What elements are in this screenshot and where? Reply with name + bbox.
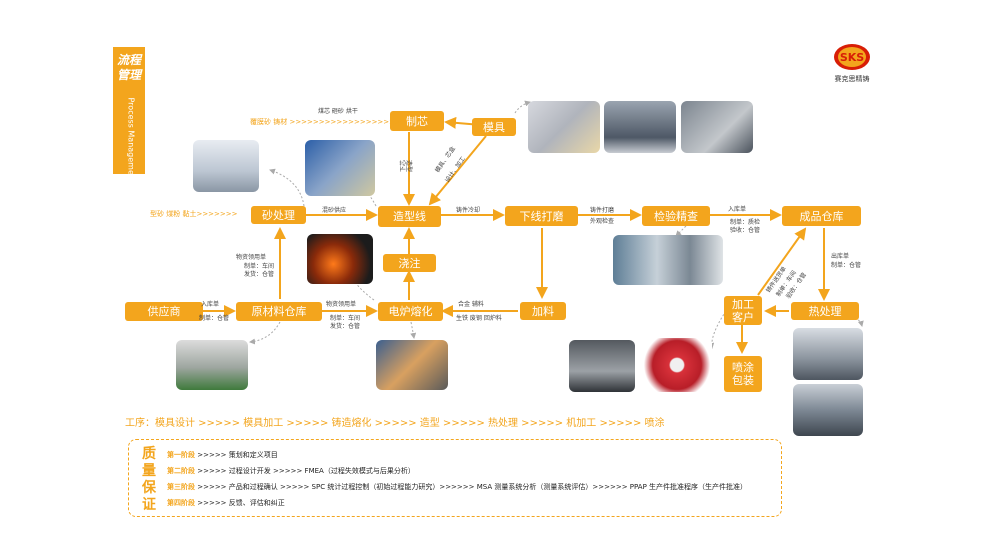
furnace-requisition-label: 物资领用单	[326, 301, 357, 308]
node-shakeout-grinding[interactable]: 下线打磨	[505, 206, 578, 226]
inspection-photo	[613, 235, 723, 285]
process-sequence: 工序：模具设计 >>>>> 模具加工 >>>>> 铸造熔化 >>>>> 造型 >…	[125, 418, 665, 429]
casting-grinding-label: 铸件打磨	[590, 207, 615, 214]
furnace-photo	[376, 340, 448, 390]
quality-stage-label: 第一阶段	[167, 451, 195, 459]
purchase-receipt-maker: 制单：仓管	[199, 315, 230, 322]
factory-photo-sand	[193, 140, 259, 192]
pattern-photo-3	[681, 101, 753, 153]
node-supplier[interactable]: 供应商	[125, 302, 203, 321]
molding-sand-input: 型砂 煤粉 黏土>>>>>>>	[150, 210, 238, 218]
node-pattern[interactable]: 模具	[472, 118, 516, 136]
quality-stage-text: >>>>> 过程设计开发 >>>>> FMEA（过程失效模式与后果分析）	[195, 467, 415, 475]
material-requisition-maker: 制单：车间	[244, 263, 275, 270]
quality-assurance-box	[128, 439, 782, 517]
quality-stage-row: 第四阶段 >>>>> 反馈、评估和纠正	[167, 498, 285, 508]
delivery-note-label: 出库单	[831, 253, 850, 260]
warehouse-receipt-checker: 验收：仓管	[730, 227, 761, 234]
heat-treatment-photo-2	[793, 384, 863, 436]
node-pouring[interactable]: 浇注	[383, 254, 436, 272]
node-painting-packing[interactable]: 喷涂 包装	[724, 356, 762, 392]
quality-stage-row: 第二阶段 >>>>> 过程设计开发 >>>>> FMEA（过程失效模式与后果分析…	[167, 466, 415, 476]
node-sand-processing[interactable]: 砂处理	[251, 206, 306, 224]
company-name: 赛克思精铸	[834, 75, 870, 83]
svg-text:SKS: SKS	[840, 51, 864, 64]
pattern-photo-1	[528, 101, 600, 153]
node-raw-material-warehouse[interactable]: 原材料仓库	[236, 302, 322, 321]
node-packing-label: 包装	[732, 374, 754, 387]
pattern-photo-2	[604, 101, 676, 153]
furnace-requisition-maker: 制单：车间	[330, 315, 361, 322]
quality-stage-text: >>>>> 产品和过程确认 >>>>> SPC 统计过程控制（初始过程能力研究）…	[195, 483, 748, 491]
casting-cooling-label: 铸件冷却	[456, 207, 481, 214]
quality-stage-row: 第一阶段 >>>>> 策划和定义项目	[167, 450, 278, 460]
coated-sand-input: 覆膜砂 铸材 >>>>>>>>>>>>>>>>>>>	[250, 118, 401, 126]
node-painting-label: 喷涂	[732, 361, 754, 374]
core-setting-label-2: 造型	[405, 160, 412, 173]
furnace-requisition-issuer: 发货：仓管	[330, 323, 361, 330]
warehouse-photo	[176, 340, 248, 390]
alloy-label: 合金 辅料	[458, 301, 484, 308]
quality-stage-text: >>>>> 反馈、评估和纠正	[195, 499, 285, 507]
quality-stage-text: >>>>> 策划和定义项目	[195, 451, 278, 459]
material-requisition-issuer: 发货：仓管	[244, 271, 275, 278]
quality-stage-row: 第三阶段 >>>>> 产品和过程确认 >>>>> SPC 统计过程控制（初始过程…	[167, 482, 747, 492]
sidebar-title: 流程管理	[116, 53, 141, 82]
company-logo: SKS	[834, 44, 870, 70]
sand-supply-label: 混砂供应	[322, 207, 347, 214]
quality-char-4: 证	[142, 497, 156, 513]
node-electric-furnace[interactable]: 电炉熔化	[378, 302, 443, 321]
quality-stage-label: 第四阶段	[167, 499, 195, 507]
quality-char-1: 质	[142, 446, 156, 462]
visual-check-label: 外观检查	[590, 218, 615, 225]
node-finished-warehouse[interactable]: 成品仓库	[782, 206, 861, 226]
quality-char-3: 保	[142, 480, 156, 496]
node-inspection[interactable]: 检验精查	[642, 206, 710, 226]
product-photo-1	[569, 340, 635, 392]
quality-stage-label: 第三阶段	[167, 483, 195, 491]
quality-char-2: 量	[142, 463, 156, 479]
product-photo-red	[642, 338, 712, 392]
delivery-note-maker: 制单：仓管	[831, 262, 862, 269]
sidebar-banner: 流程管理 Process Management	[113, 47, 145, 183]
core-making-input: 煤芯 砸砂 烘干	[318, 108, 358, 115]
pouring-photo	[307, 234, 373, 284]
warehouse-receipt-maker: 制单：质检	[730, 219, 761, 226]
node-core-making[interactable]: 制芯	[390, 111, 444, 131]
node-charging[interactable]: 加料	[520, 302, 566, 320]
node-machining-label: 加工	[732, 297, 754, 311]
node-machining-customer[interactable]: 加工 客户	[724, 296, 762, 325]
material-requisition-label: 物资领用单	[236, 254, 267, 261]
node-heat-treatment[interactable]: 热处理	[791, 302, 859, 320]
node-molding-line[interactable]: 造型线	[378, 206, 441, 227]
warehouse-receipt-label: 入库单	[728, 206, 747, 213]
pig-iron-label: 生铁 废钢 回炉料	[456, 315, 502, 322]
purchase-receipt-label: 入库单	[201, 301, 220, 308]
quality-stage-label: 第二阶段	[167, 467, 195, 475]
factory-photo-molding	[305, 140, 375, 196]
heat-treatment-photo-1	[793, 328, 863, 380]
node-customer-label: 客户	[732, 310, 754, 324]
